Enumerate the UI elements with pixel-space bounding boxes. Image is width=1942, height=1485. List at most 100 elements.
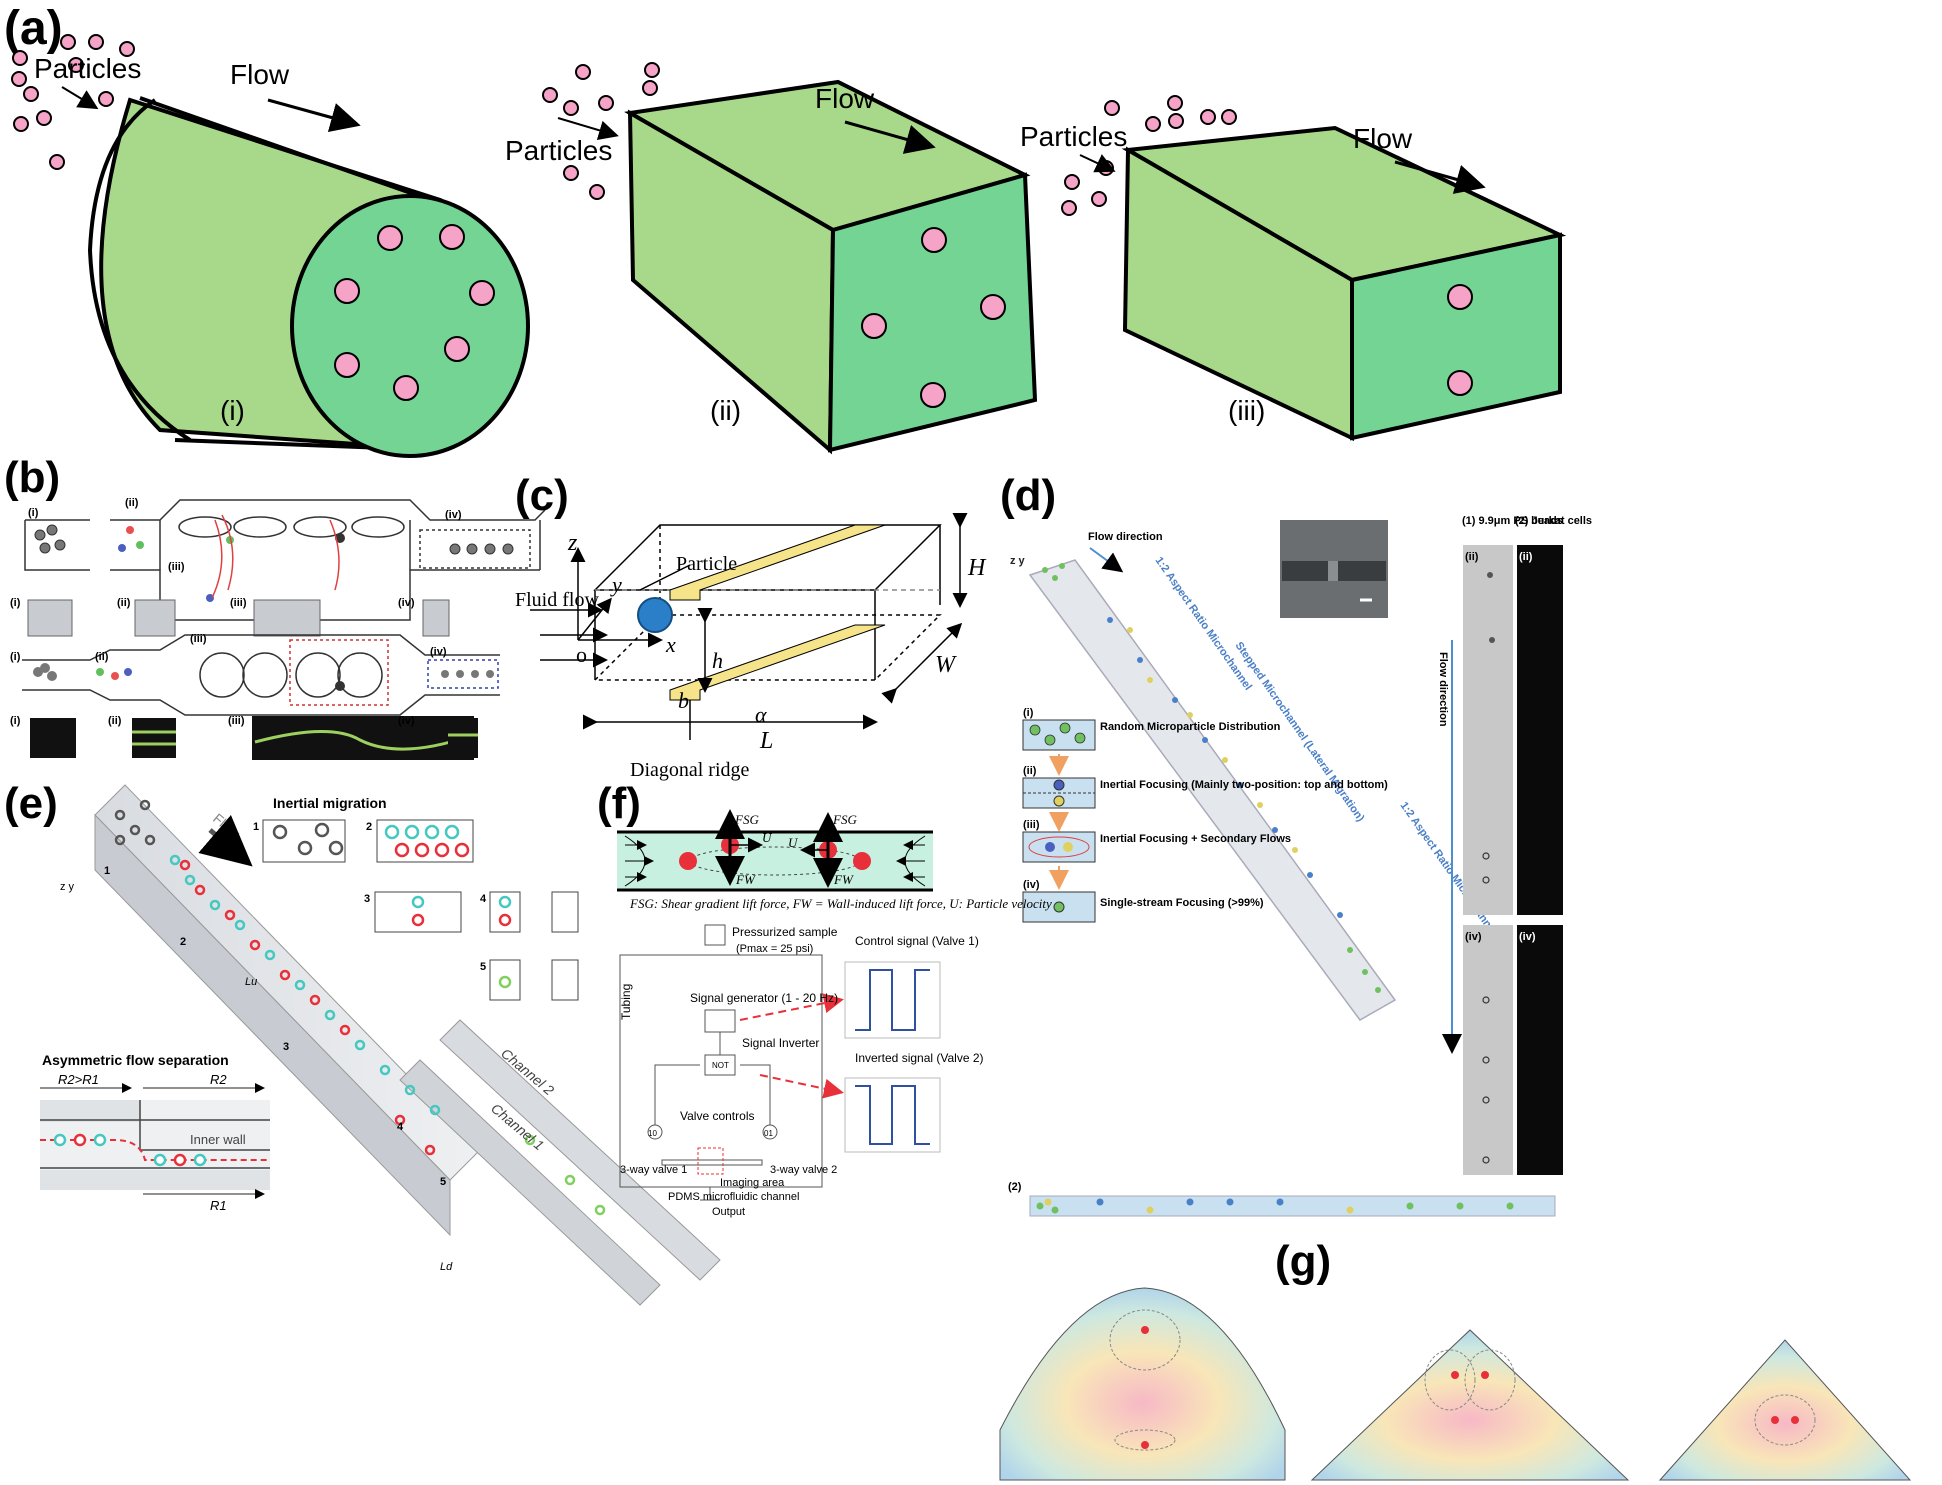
e-r-compare: R2>R1 xyxy=(58,1072,99,1087)
panel-f: (f) FSG FSG FW FW U U FSG: Shear gradien… xyxy=(597,779,1052,1218)
flow-label-ii: Flow xyxy=(815,83,875,114)
e-lu: Lu xyxy=(245,976,257,988)
d-img-4: (iv) xyxy=(1519,931,1536,943)
c-particle-label: Particle xyxy=(676,553,737,575)
b-sub-iii-3: (iii) xyxy=(190,633,207,645)
b-xsec-iv xyxy=(422,599,450,637)
c-x: x xyxy=(665,632,676,657)
d-col2: (2) Jurkat cells xyxy=(1515,515,1592,527)
panel-b-label: (b) xyxy=(4,453,60,502)
d-step-4-text: Single-stream Focusing (>99%) xyxy=(1100,897,1264,909)
b-sub-i-4: (i) xyxy=(10,715,21,727)
d-bottom-particles xyxy=(1036,1198,1514,1214)
d-beads-image-bottom xyxy=(1463,925,1513,1175)
e-asym-diagram xyxy=(40,1083,270,1199)
e-num-1: 1 xyxy=(104,865,110,877)
b-2d-particles xyxy=(33,663,494,691)
square-channel xyxy=(624,79,1038,455)
d-step-1-text: Random Microparticle Distribution xyxy=(1100,721,1281,733)
c-H: H xyxy=(967,555,987,581)
b-2d-channel xyxy=(22,634,500,716)
e-inertial-title: Inertial migration xyxy=(273,795,387,811)
f-circuit xyxy=(619,924,823,1201)
f-v1: 3-way valve 1 xyxy=(620,1164,687,1176)
f-not: NOT xyxy=(712,1061,729,1070)
c-alpha: α xyxy=(755,702,767,727)
d-flow-direction: Flow direction xyxy=(1088,531,1163,543)
c-z: z xyxy=(567,530,578,556)
panel-d-label: (d) xyxy=(1000,471,1056,520)
c-ridges xyxy=(669,524,886,701)
f-inverter: Signal Inverter xyxy=(742,1036,819,1050)
e-num-2: 2 xyxy=(180,936,186,948)
particles-label-ii: Particles xyxy=(505,135,612,166)
d-beads-image-top xyxy=(1463,545,1513,915)
c-W: W xyxy=(935,652,957,678)
b-sub-i-1: (i) xyxy=(28,507,39,519)
f-fw-2: FW xyxy=(833,872,854,887)
b-sub-i-3: (i) xyxy=(10,651,21,663)
e-migration-particles xyxy=(272,822,512,989)
d-col1: (1) 9.9μm PS beads xyxy=(1462,515,1563,527)
f-fsg-2: FSG xyxy=(832,812,857,827)
d-img-1: (ii) xyxy=(1465,551,1479,563)
g-triangle-section-2 xyxy=(1658,1339,1912,1481)
d-step-4-n: (iv) xyxy=(1023,879,1040,891)
b-sub-ii-1: (ii) xyxy=(125,497,139,509)
b-fluor-ii xyxy=(132,718,176,758)
d-step-3-n: (iii) xyxy=(1023,819,1040,831)
f-control-signal-graph xyxy=(844,961,941,1039)
panel-d: (d) z y Flow direction 1:2 Aspect Ratio … xyxy=(1000,471,1592,1217)
d-bottom-label: (2) xyxy=(1008,1181,1022,1193)
b-sub-i-2: (i) xyxy=(10,597,21,609)
c-b: b xyxy=(678,688,689,713)
b-fluor-i xyxy=(30,718,76,758)
f-output: Output xyxy=(712,1206,745,1218)
c-L: L xyxy=(759,728,773,754)
f-v2: 3-way valve 2 xyxy=(770,1164,837,1176)
c-particle xyxy=(637,597,673,633)
f-valve-controls: Valve controls xyxy=(680,1109,754,1123)
f-control: Control signal (Valve 1) xyxy=(855,934,979,948)
b-xsec-i xyxy=(27,599,73,637)
b-fluor-iii xyxy=(252,716,474,760)
d-diagonal-channel xyxy=(1028,559,1397,1021)
c-diagonal-ridge: Diagonal ridge xyxy=(630,759,750,781)
subpanel-a-iii: (iii) xyxy=(1228,395,1265,426)
f-inverted-signal-graph xyxy=(844,1077,941,1153)
panel-b: (b) (i) (ii) (iii) (iv) (i) (ii) xyxy=(4,453,546,760)
e-mig-4: 4 xyxy=(480,893,487,905)
d-step-2-text: Inertial Focusing (Mainly two-position: … xyxy=(1100,779,1388,791)
b-sub-iii-4: (iii) xyxy=(228,715,245,727)
e-r2: R2 xyxy=(210,1072,227,1087)
square-particles xyxy=(861,227,1006,408)
f-pdms: PDMS microfluidic channel xyxy=(668,1191,799,1203)
particles-label-iii: Particles xyxy=(1020,121,1127,152)
c-y: y xyxy=(610,572,622,597)
subpanel-a-i: (i) xyxy=(220,395,245,426)
flow-label-i: Flow xyxy=(230,59,290,90)
panel-e-label: (e) xyxy=(4,779,58,828)
f-u-2: U xyxy=(788,835,799,850)
b-xsec-ii xyxy=(134,599,176,637)
c-h: h xyxy=(712,648,723,673)
e-mig-2: 2 xyxy=(366,821,372,833)
f-fw-1: FW xyxy=(735,872,756,887)
panel-g: (g) xyxy=(999,1237,1912,1481)
e-mig-5: 5 xyxy=(480,961,486,973)
d-steps xyxy=(1022,719,1096,923)
d-xyz: z y xyxy=(1010,555,1026,567)
cylinder-particles xyxy=(334,224,495,401)
b-sub-ii-4: (ii) xyxy=(108,715,122,727)
panel-g-label: (g) xyxy=(1275,1237,1331,1286)
e-mig-3: 3 xyxy=(364,893,370,905)
d-bottom-channel xyxy=(1029,1195,1556,1217)
b-sub-iii-1: (iii) xyxy=(168,561,185,573)
panel-a-label: (a) xyxy=(4,2,63,55)
b-sub-iii-2: (iii) xyxy=(230,597,247,609)
f-siggen: Signal generator (1 - 20 Hz) xyxy=(690,991,838,1005)
g-semicircle-section xyxy=(999,1287,1286,1481)
panel-c: (c) z y x o xyxy=(515,471,987,781)
e-xyz: z y xyxy=(60,881,75,893)
